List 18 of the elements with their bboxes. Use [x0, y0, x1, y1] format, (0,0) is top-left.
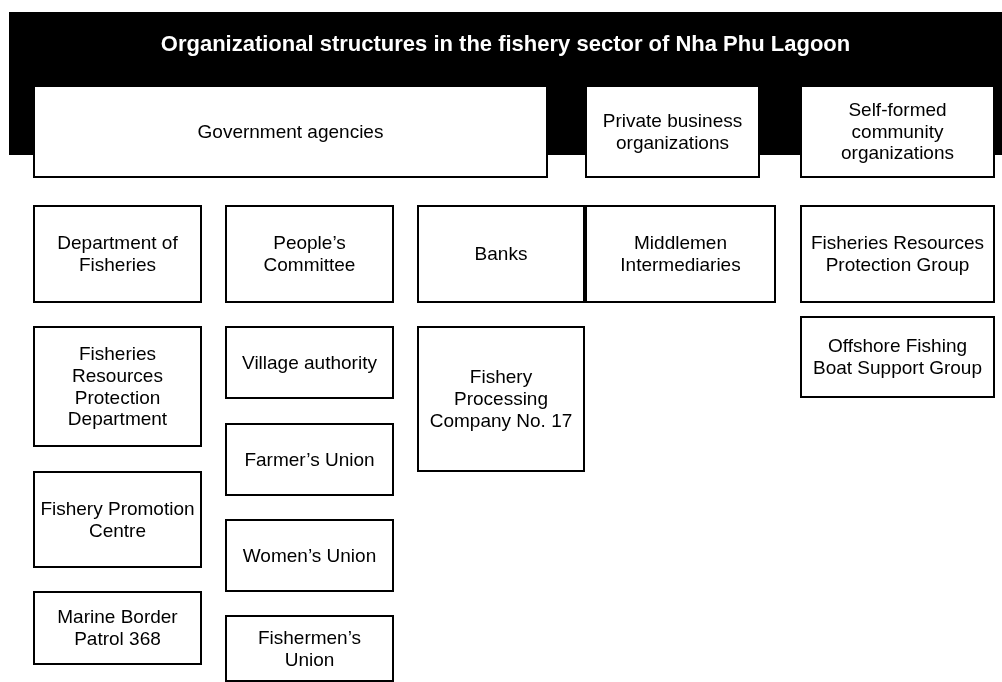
org-box: Fishermen’s Union	[225, 615, 394, 682]
org-box: Banks	[417, 205, 585, 303]
org-box: Farmer’s Union	[225, 423, 394, 496]
org-box: Government agencies	[33, 85, 548, 178]
org-box: Private business organizations	[585, 85, 760, 178]
org-box: Self-formed community organizations	[800, 85, 995, 178]
org-box: Department of Fisheries	[33, 205, 202, 303]
org-box: Fisheries Resources Protection Group	[800, 205, 995, 303]
org-box: Village authority	[225, 326, 394, 399]
org-box: Marine Border Patrol 368	[33, 591, 202, 665]
org-box: Offshore Fishing Boat Support Group	[800, 316, 995, 398]
title: Organizational structures in the fishery sector of Nha Phu Lagoon	[159, 30, 852, 58]
org-box: Fishery Promotion Centre	[33, 471, 202, 568]
org-box: People’s Committee	[225, 205, 394, 303]
org-box: Fisheries Resources Protection Department	[33, 326, 202, 447]
org-box: Fishery Processing Company No. 17	[417, 326, 585, 472]
org-box: Women’s Union	[225, 519, 394, 592]
org-box: Middlemen Intermediaries	[585, 205, 776, 303]
